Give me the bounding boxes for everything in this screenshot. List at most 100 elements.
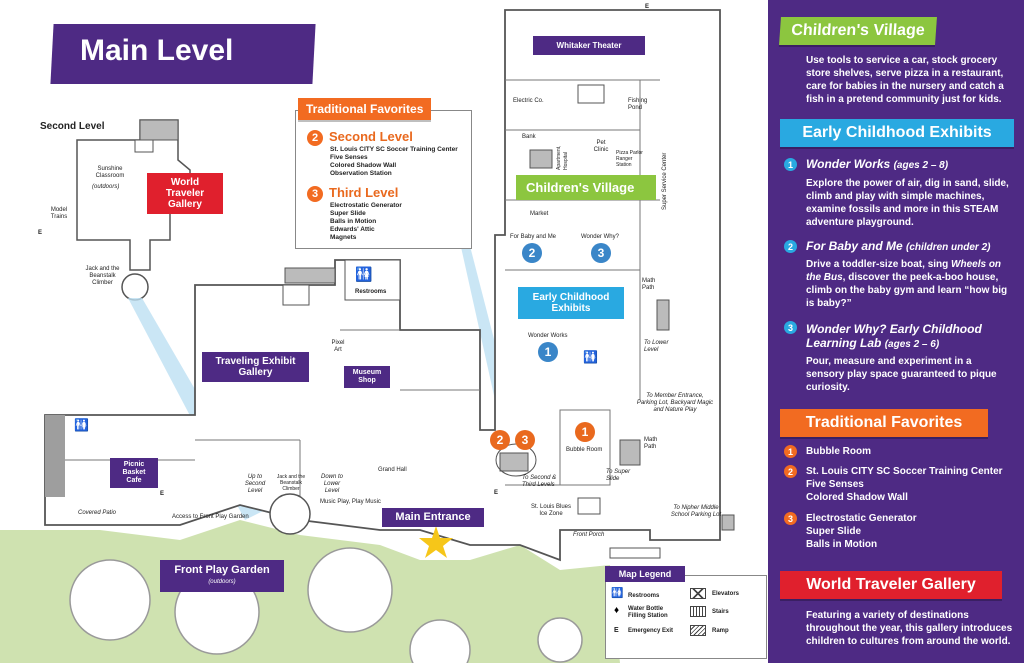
sunshine-sub: (outdoors) [92,184,120,190]
fb-num: 2 [784,240,797,253]
marker-orange-3[interactable]: 3 [515,430,535,450]
wy-text: Pour, measure and experiment in a sensor… [806,356,997,393]
stairs [139,119,179,141]
ww-text: Explore the power of air, dig in sand, s… [806,178,1009,228]
callout-num-2: 2 [307,130,323,146]
callout-second-items: St. Louis CITY SC Soccer Training Center… [330,146,458,177]
traveling-exhibit-badge[interactable]: Traveling Exhibit Gallery [202,352,309,382]
water-bottle-icon: ♦ [614,605,620,616]
fb-text: Drive a toddler-size boat, sing Wheels o… [806,258,1014,310]
tf1-text: Bubble Room [806,446,871,457]
exit-e: E [160,491,165,497]
market-label: Market [530,211,549,217]
legend-restrooms: Restrooms [628,593,660,599]
marker-orange-2[interactable]: 2 [490,430,510,450]
marker-2[interactable]: 2 [522,243,542,263]
whitaker-badge[interactable]: Whitaker Theater [533,36,645,55]
world-traveler-badge[interactable]: World Traveler Gallery [147,173,223,214]
restroom-icon: 🚻 [583,350,598,364]
fb-text-1: Drive a toddler-size boat, sing [806,259,952,270]
for-baby-label: For Baby and Me [510,234,557,240]
entrance-star [419,526,453,558]
cv-text: Use tools to service a car, stock grocer… [806,55,1004,105]
second-level-label: Second Level [40,121,105,132]
front-play-garden-badge[interactable]: Front Play Garden (outdoors) [160,560,284,592]
tf2-text: St. Louis CITY SC Soccer Training Center… [806,466,1003,503]
jack-climber [269,493,311,535]
legend-title: Map Legend [605,566,685,582]
jack-beanstalk-label: Jack and the Beanstalk Climber [85,266,120,286]
ramp-icon [690,625,706,636]
apartment-label: Apartment, Hospital [556,145,569,170]
fb-text-em: Wheels on the Bus [806,259,1002,283]
front-play-garden-label: Front Play Garden [174,564,270,576]
stairs [499,452,529,472]
legend-box [605,575,767,659]
ice-zone-label: St. Louis Blues Ice Zone [530,504,572,517]
stairs [529,149,553,169]
early-childhood-badge[interactable]: Early Childhood Exhibits [518,287,624,319]
exit-e: E [645,4,650,10]
math-path2-label: Math Path [644,437,658,450]
to-member-label: To Member Entrance, Parking Lot, Backyar… [636,393,714,413]
restrooms-label: Restrooms [355,289,387,295]
front-play-garden-sub: (outdoors) [208,579,236,585]
ww-age: (ages 2 – 8) [893,160,949,171]
lawn-circle [537,617,583,663]
exit-e: E [494,490,499,496]
wonder-why-label: Wonder Why? [581,234,619,240]
wonder-works-label: Wonder Works [528,333,568,339]
access-front-label: Access to Front Play Garden [172,514,249,520]
ww-num: 1 [784,158,797,171]
wy-title: Wonder Why? Early Childhood Learning Lab [806,322,982,350]
stairs [721,514,735,531]
picnic-area [45,415,65,497]
fb-text-2: , discover the peek-a-boo house, climb o… [806,272,1008,309]
marker-1[interactable]: 1 [538,342,558,362]
museum-shop-badge[interactable]: Museum Shop [344,366,390,388]
model-trains-label: Model Trains [50,207,68,220]
lawn-circle [409,619,471,663]
restroom-icon: 🚻 [355,266,373,282]
to-super-slide-label: To Super Slide [606,469,631,482]
marker-3[interactable]: 3 [591,243,611,263]
pizza-parlor-label: Pizza Parlor Ranger Station [616,150,643,168]
callout-third-heading: Third Level [329,185,399,200]
wy-age: (ages 2 – 6) [884,339,940,350]
super-service-label: Super Service Center [662,152,668,210]
picnic-badge[interactable]: Picnic Basket Cafe [110,458,158,488]
callout-third-items: Electrostatic Generator Super Slide Ball… [330,202,402,241]
fb-title: For Baby and Me [806,239,903,253]
legend-exit: Emergency Exit [628,628,674,634]
callout-title: Traditional Favorites [298,98,432,120]
page-title-text: Main Level [80,34,234,67]
pet-clinic-label: Pet Clinic [593,140,609,153]
ww-heading: Wonder Works (ages 2 – 8) [806,157,1016,171]
elevator-icon [690,588,706,599]
tf-title: Traditional Favorites [780,409,988,437]
elevator [577,84,605,104]
fb-heading: For Baby and Me (children under 2) [806,239,1021,253]
bank-label: Bank [522,134,536,140]
lawn-circle [69,559,151,641]
restroom-block [344,259,401,301]
electric-co-label: Electric Co. [513,98,544,104]
marker-orange-1[interactable]: 1 [575,422,595,442]
to-lower-label: To Lower Level [644,340,669,353]
legend-water: Water Bottle Filling Station [628,606,668,619]
tf3-num: 3 [784,512,797,525]
childrens-village-badge[interactable]: Children's Village [516,175,656,200]
main-entrance-badge[interactable]: Main Entrance [382,508,484,527]
pixel-art-label: Pixel Art [331,340,345,353]
math-path-label: Math Path [642,278,656,291]
info-panel: Children's Village Use tools to service … [768,0,1024,663]
stairs [284,267,336,284]
ww-title: Wonder Works [806,157,891,171]
wy-num: 3 [784,321,797,334]
fishing-pond-label: Fishing Pond [628,98,648,111]
stairs [656,299,670,331]
callout-second-heading: Second Level [329,129,413,144]
tf3-text: Electrostatic Generator Super Slide Ball… [806,513,917,550]
covered-patio-label: Covered Patio [78,510,117,516]
lawn-circle [307,547,393,633]
